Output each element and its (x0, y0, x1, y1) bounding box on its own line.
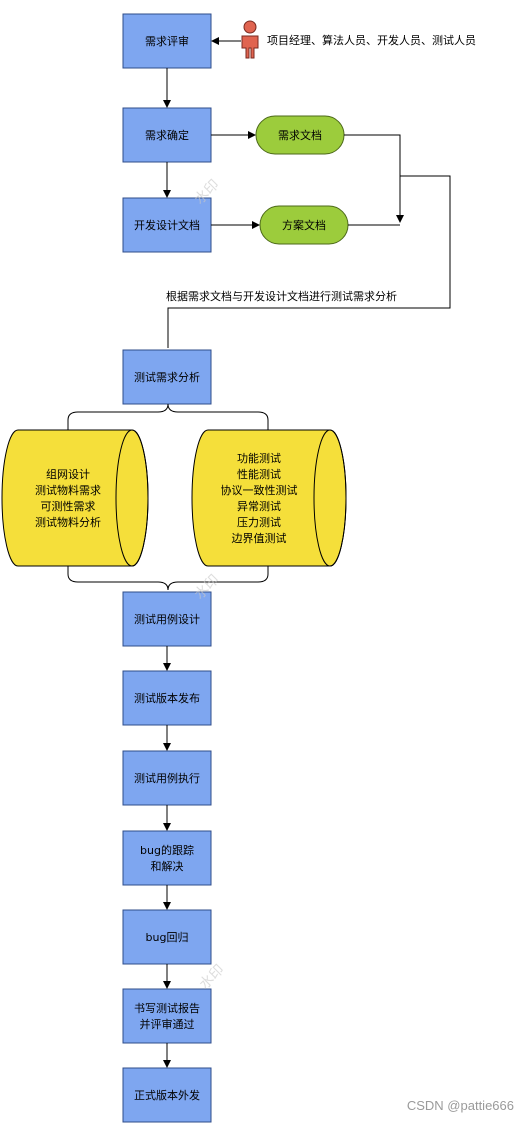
box-report-label-2: 并评审通过 (140, 1017, 195, 1031)
box-case-design-label: 测试用例设计 (134, 612, 200, 626)
pill-plan-doc-label: 方案文档 (282, 218, 326, 232)
pill-plan-doc: 方案文档 (259, 205, 349, 245)
box-bug-track: bug的跟踪 和解决 (122, 830, 212, 886)
analysis-note: 根据需求文档与开发设计文档进行测试需求分析 (166, 289, 397, 303)
box-bug-regression: bug回归 (122, 909, 212, 965)
left-cyl-line-1: 组网设计 (46, 467, 90, 481)
box-case-exec: 测试用例执行 (122, 750, 212, 806)
box-case-design: 测试用例设计 (122, 591, 212, 647)
pill-req-doc: 需求文档 (255, 115, 345, 155)
pill-req-doc-label: 需求文档 (278, 128, 322, 142)
brace-bottom (67, 566, 269, 591)
right-cyl-line-2: 性能测试 (237, 467, 281, 481)
box-design-doc: 开发设计文档 (122, 197, 212, 253)
cylinder-right: 功能测试 性能测试 协议一致性测试 异常测试 压力测试 边界值测试 (191, 429, 347, 567)
connector-merge-analysis (167, 175, 451, 348)
arrow-reqdoc-merge (344, 134, 404, 223)
watermark-3: 水印 (197, 962, 228, 993)
actors-label: 项目经理、算法人员、开发人员、测试人员 (267, 33, 476, 47)
credit-text: CSDN @pattie666 (406, 1098, 514, 1113)
box-version-release: 测试版本发布 (122, 670, 212, 726)
box-report: 书写测试报告 并评审通过 (122, 988, 212, 1044)
box-final-release: 正式版本外发 (122, 1067, 212, 1123)
box-analysis: 测试需求分析 (122, 349, 212, 405)
box-analysis-label: 测试需求分析 (134, 370, 200, 384)
box-report-label-1: 书写测试报告 (134, 1001, 200, 1015)
box-review-label: 需求评审 (145, 34, 189, 48)
box-version-release-label: 测试版本发布 (134, 691, 200, 705)
box-final-release-label: 正式版本外发 (134, 1088, 200, 1102)
box-bug-regression-label: bug回归 (146, 930, 189, 944)
box-case-exec-label: 测试用例执行 (134, 771, 200, 785)
box-bug-track-label-2: 和解决 (151, 859, 184, 873)
right-cyl-line-1: 功能测试 (237, 451, 281, 465)
box-confirm: 需求确定 (122, 107, 212, 163)
left-cyl-line-4: 测试物料分析 (35, 515, 101, 529)
left-cyl-line-3: 可测性需求 (41, 499, 96, 513)
brace-top (67, 403, 269, 430)
right-cyl-line-3: 协议一致性测试 (221, 483, 298, 497)
person-icon (241, 20, 259, 59)
box-confirm-label: 需求确定 (145, 128, 189, 142)
right-cyl-line-6: 边界值测试 (232, 532, 287, 545)
cylinder-left: 组网设计 测试物料需求 可测性需求 测试物料分析 (1, 429, 149, 567)
right-cyl-line-4: 异常测试 (237, 500, 281, 513)
box-review: 需求评审 (122, 13, 212, 69)
box-bug-track-label-1: bug的跟踪 (140, 843, 194, 857)
box-design-doc-label: 开发设计文档 (134, 218, 200, 232)
right-cyl-line-5: 压力测试 (237, 516, 281, 529)
left-cyl-line-2: 测试物料需求 (35, 483, 101, 497)
